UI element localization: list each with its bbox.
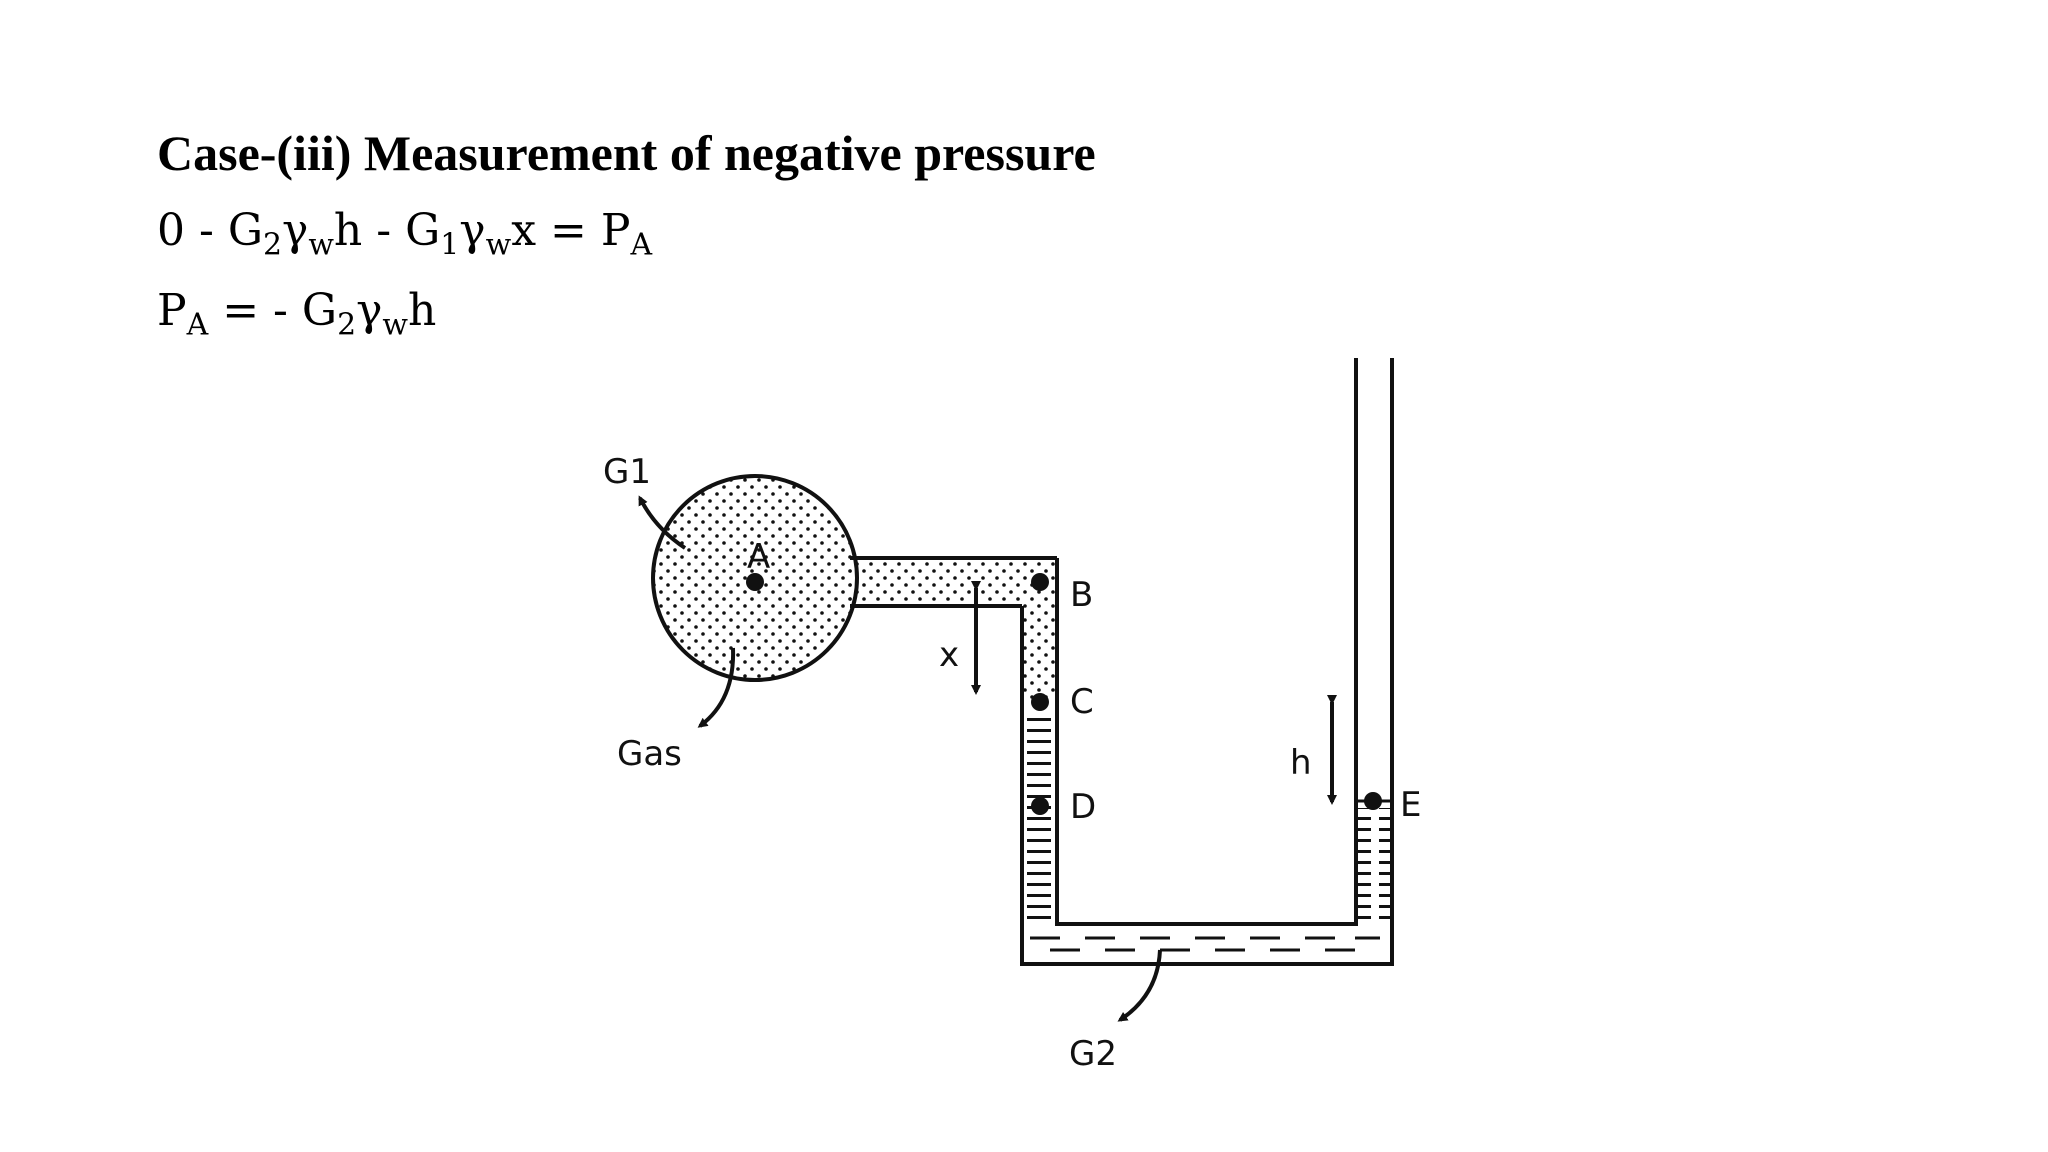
left-limb-gas: [1022, 606, 1057, 701]
label-g1: G1: [603, 452, 651, 492]
right-limb-liquid: [1358, 808, 1390, 926]
point-b-dot: [1031, 573, 1049, 591]
point-a-dot: [746, 573, 764, 591]
gas-leader-arrow: [697, 647, 736, 728]
left-limb-liquid: [1024, 710, 1055, 925]
equation-pressure-balance: 0 - G2γwh - G1γwx = PA: [157, 205, 653, 263]
equation-pressure-result: PA = - G2γwh: [157, 285, 437, 343]
g2-leader-arrow: [1117, 949, 1162, 1022]
label-point-c: C: [1070, 682, 1094, 722]
connecting-pipe: [850, 556, 1057, 608]
label-g2: G2: [1069, 1034, 1117, 1074]
point-d-dot: [1031, 797, 1049, 815]
label-point-e: E: [1400, 785, 1421, 825]
point-c-dot: [1031, 693, 1049, 711]
bottom-tube-liquid: [1030, 936, 1380, 952]
label-gas: Gas: [617, 734, 682, 774]
label-point-d: D: [1070, 787, 1096, 827]
label-h: h: [1290, 743, 1312, 783]
u-tube-walls: [1020, 358, 1394, 966]
label-x: x: [939, 635, 959, 675]
label-point-a: A: [747, 537, 770, 577]
slide-heading: Case-(iii) Measurement of negative press…: [157, 125, 1096, 181]
label-point-b: B: [1070, 575, 1093, 615]
g1-leader-arrow: [638, 495, 687, 550]
